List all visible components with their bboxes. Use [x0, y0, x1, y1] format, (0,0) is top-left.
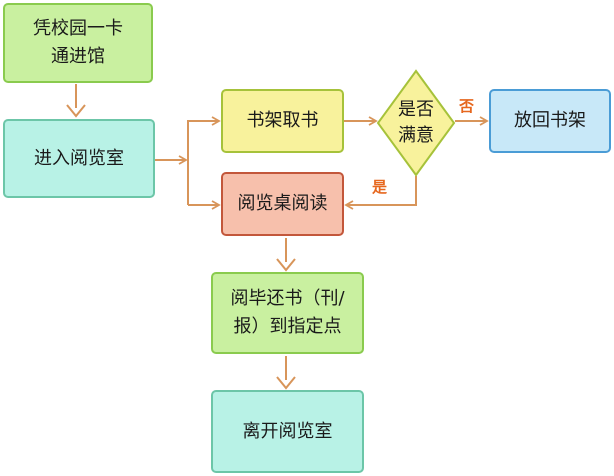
arrow-return-to-leave — [276, 356, 296, 390]
node-return-shelf: 放回书架 — [489, 89, 611, 153]
decision-diamond — [376, 69, 456, 177]
node-enter-room-label: 进入阅览室 — [34, 147, 124, 169]
arrow-swipe-to-enter — [66, 84, 86, 118]
node-swipe-card-label: 凭校园一卡 通进馆 — [33, 18, 123, 67]
edge-label-no: 否 — [459, 97, 475, 115]
arrow-decision-yes — [344, 176, 417, 210]
node-satisfied-label: 是否 满意 — [398, 99, 434, 146]
arrow-desk-to-return — [276, 238, 296, 272]
node-enter-room: 进入阅览室 — [3, 119, 155, 198]
node-return-shelf-label: 放回书架 — [514, 110, 586, 131]
node-take-book: 书架取书 — [221, 89, 344, 153]
node-take-book-label: 书架取书 — [246, 110, 319, 131]
node-swipe-card: 凭校园一卡 通进馆 — [3, 3, 153, 83]
node-desk-read-label: 阅览桌阅读 — [237, 193, 328, 214]
node-return-item: 阅毕还书（刊/ 报）到指定点 — [211, 272, 364, 354]
arrow-enter-to-branch — [155, 116, 221, 210]
node-return-item-label: 阅毕还书（刊/ 报）到指定点 — [230, 288, 345, 337]
node-leave-room-label: 离开阅览室 — [242, 420, 333, 442]
node-leave-room: 离开阅览室 — [211, 390, 364, 473]
node-desk-read: 阅览桌阅读 — [221, 172, 344, 236]
edge-label-yes: 是 — [372, 178, 388, 196]
